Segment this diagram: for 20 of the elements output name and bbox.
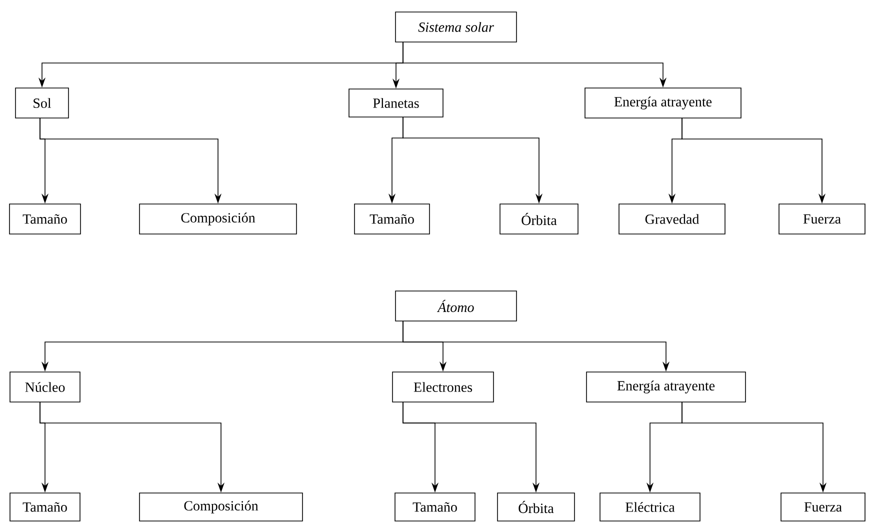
concept-box: Planetas [348, 88, 444, 118]
concept-box: Sol [15, 88, 69, 118]
concept-box: Átomo [395, 290, 517, 322]
concept-box: Fuerza [778, 204, 866, 234]
concept-box: Electrones [392, 372, 494, 402]
concept-box: Órbita [497, 492, 575, 522]
concept-box: Sistema solar [395, 12, 517, 42]
concept-box: Eléctrica [600, 492, 700, 522]
concept-box: Núcleo [10, 372, 80, 402]
concept-box: Tamaño [10, 492, 80, 522]
concept-box: Composición [139, 492, 303, 522]
concept-box: Energía atrayente [584, 88, 742, 118]
concept-box: Tamaño [354, 204, 430, 234]
concept-box: Fuerza [780, 492, 866, 522]
concept-box: Energía atrayente [586, 372, 746, 402]
concept-box: Composición [139, 204, 297, 234]
concept-box: Gravedad [618, 204, 726, 234]
concept-box: Órbita [500, 204, 578, 234]
concept-box: Tamaño [394, 492, 476, 522]
concept-box: Tamaño [9, 204, 81, 234]
